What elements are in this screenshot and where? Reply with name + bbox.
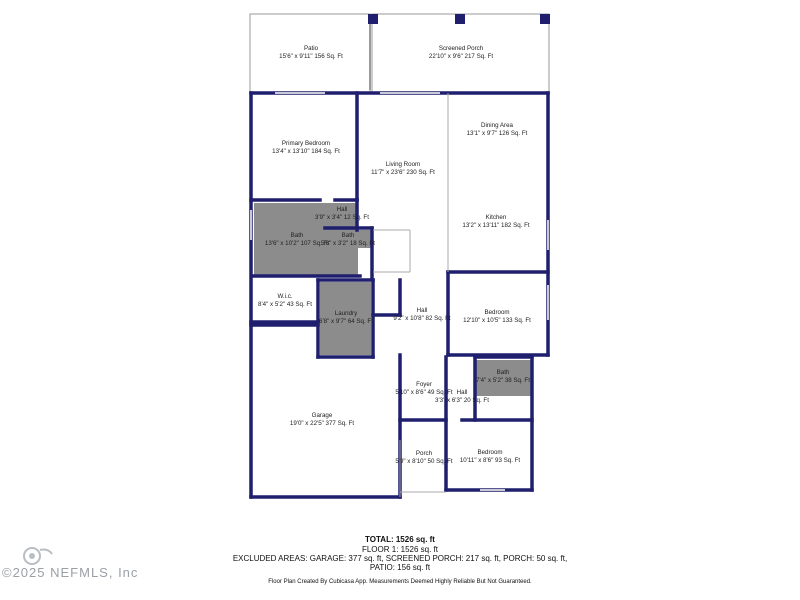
label-foyer-dims: 5'10" x 8'6" 49 Sq. Ft xyxy=(395,389,453,396)
label-dining-area-dims: 13'1" x 9'7" 126 Sq. Ft xyxy=(467,130,528,137)
label-hall-2-name: Hall xyxy=(417,307,428,314)
label-garage-dims: 19'0" x 22'5" 377 Sq. Ft xyxy=(290,420,354,427)
label-bath-primary-name: Bath xyxy=(291,232,304,239)
label-wic-dims: 8'4" x 5'2" 43 Sq. Ft xyxy=(258,301,312,308)
label-bedroom-1-name: Bedroom xyxy=(484,309,509,316)
label-bedroom-2-dims: 10'11" x 8'6" 93 Sq. Ft xyxy=(460,457,521,464)
label-hall-1-dims: 3'9" x 3'4" 12 Sq. Ft xyxy=(315,214,369,221)
porch-posts xyxy=(368,14,550,24)
label-primary-bedroom-name: Primary Bedroom xyxy=(282,140,330,147)
label-screened-porch-dims: 22'10" x 9'6" 217 Sq. Ft xyxy=(429,53,493,60)
label-bath-2-dims: 7'4" x 5'2" 38 Sq. Ft xyxy=(476,377,530,384)
label-hall-2-dims: 9'2" x 10'8" 82 Sq. Ft xyxy=(393,315,451,322)
label-wic-name: W.i.c. xyxy=(277,293,292,300)
label-laundry-dims: 6'8" x 9'7" 64 Sq. Ft xyxy=(319,318,373,325)
label-garage-name: Garage xyxy=(312,412,333,419)
label-patio-dims: 15'6" x 9'11" 156 Sq. Ft xyxy=(279,53,343,60)
label-kitchen-dims: 13'2" x 13'11" 182 Sq. Ft xyxy=(462,222,529,229)
label-porch-name: Porch xyxy=(416,450,433,457)
wet-areas xyxy=(254,203,531,396)
label-porch-dims: 5'9" x 8'10" 50 Sq. Ft xyxy=(395,458,453,465)
label-bath-primary-dims: 13'6" x 10'2" 107 Sq. Ft xyxy=(265,240,329,247)
label-bath-small-name: Bath xyxy=(342,232,355,239)
label-living-room-name: Living Room xyxy=(386,161,420,168)
label-primary-bedroom-dims: 13'4" x 13'10" 184 Sq. Ft xyxy=(272,148,340,155)
label-foyer-name: Foyer xyxy=(416,381,432,388)
label-hall-3-name: Hall xyxy=(457,389,468,396)
credit-note: Floor Plan Created By Cubicasa App. Meas… xyxy=(268,579,532,585)
patio-area: PATIO: 156 sq. ft xyxy=(369,563,431,572)
label-laundry-name: Laundry xyxy=(335,310,358,317)
thin-walls xyxy=(373,93,449,497)
label-dining-area-name: Dining Area xyxy=(481,122,514,129)
label-screened-porch-name: Screened Porch xyxy=(439,45,484,52)
label-patio-name: Patio xyxy=(304,45,319,52)
room-labels: Patio 15'6" x 9'11" 156 Sq. Ft Screened … xyxy=(258,45,531,465)
floor-area: FLOOR 1: 1526 sq. ft xyxy=(361,545,439,554)
total-area: TOTAL: 1526 sq. ft xyxy=(365,535,435,544)
excluded-areas: EXCLUDED AREAS: GARAGE: 377 sq. ft, SCRE… xyxy=(232,554,568,563)
label-hall-3-dims: 3'3" x 6'3" 20 Sq. Ft xyxy=(435,397,489,404)
copyright-watermark: ©2025 NEFMLS, Inc xyxy=(2,565,139,580)
mls-logo-icon xyxy=(23,547,53,565)
label-living-room-dims: 11'7" x 23'6" 230 Sq. Ft xyxy=(371,169,435,176)
label-kitchen-name: Kitchen xyxy=(486,214,507,221)
label-bedroom-1-dims: 12'10" x 10'5" 133 Sq. Ft xyxy=(463,317,531,324)
label-bedroom-2-name: Bedroom xyxy=(477,449,502,456)
windows xyxy=(250,92,549,491)
label-bath-2-name: Bath xyxy=(497,369,510,376)
label-bath-small-dims: 5'8" x 3'2" 18 Sq. Ft xyxy=(321,240,375,247)
label-hall-1-name: Hall xyxy=(337,206,348,213)
